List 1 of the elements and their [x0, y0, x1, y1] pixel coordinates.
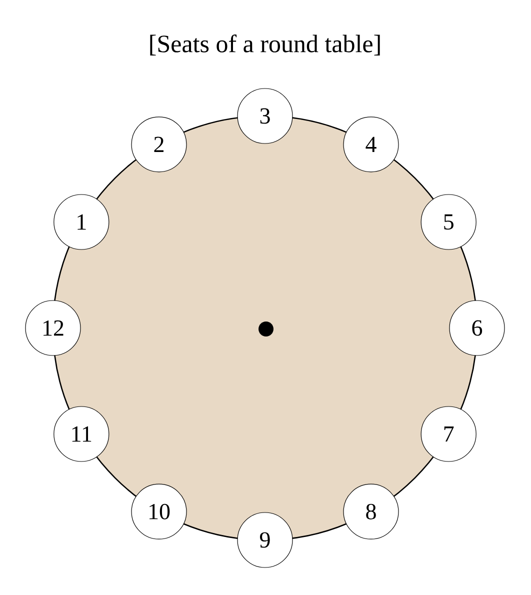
title: [Seats of a round table] — [150, 34, 380, 56]
